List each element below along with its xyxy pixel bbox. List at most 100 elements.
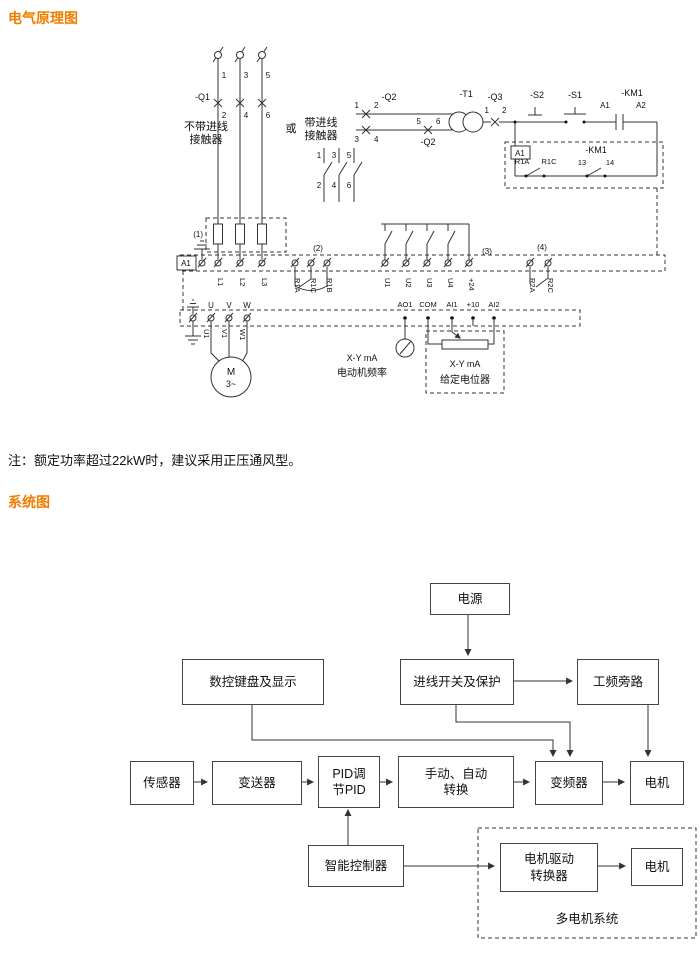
q1-label: -Q1 bbox=[195, 92, 210, 102]
pot-unit-label: X-Y mA bbox=[450, 359, 481, 369]
meter-unit-label: X-Y mA bbox=[347, 353, 378, 363]
box-motor-main-label: 电机 bbox=[644, 775, 670, 790]
q1-term-4: 4 bbox=[244, 111, 249, 120]
term-com: COM bbox=[419, 300, 437, 309]
digital-input-switches bbox=[381, 223, 470, 260]
km1-aux-label: -KM1 bbox=[585, 145, 607, 155]
strip1-label-r1b: R1B bbox=[325, 278, 334, 293]
km1-label: -KM1 bbox=[621, 88, 643, 98]
power-note: 注：额定功率超过22kW时，建议采用正压通风型。 bbox=[8, 453, 302, 468]
strip1-label-l3: L3 bbox=[260, 278, 269, 286]
box-keypad-display: 数控键盘及显示 bbox=[182, 659, 324, 705]
km1-aux-13: 13 bbox=[578, 158, 586, 167]
box-pid-label-2: 节PID bbox=[332, 783, 366, 797]
control-wires bbox=[356, 107, 658, 177]
s1-label: -S1 bbox=[568, 90, 582, 100]
strip1-label-l1: L1 bbox=[216, 278, 225, 286]
box-inverter-label: 变频器 bbox=[550, 775, 588, 790]
marker-1: (1) bbox=[193, 230, 203, 239]
q3-label: -Q3 bbox=[487, 92, 502, 102]
meter-caption-label: 电动机频率 bbox=[337, 366, 387, 379]
q3-term-1: 1 bbox=[485, 106, 490, 115]
term-10v: +10 bbox=[467, 300, 480, 309]
relay-a1-box bbox=[510, 145, 531, 160]
fuse-3 bbox=[257, 223, 267, 245]
marker-3: (3) bbox=[482, 247, 492, 256]
r1c-label: R1C bbox=[541, 157, 557, 166]
strip2-terminals bbox=[188, 312, 252, 323]
relay2-output-contact bbox=[529, 267, 549, 288]
fuse-2 bbox=[235, 223, 245, 245]
multi-motor-system-label: 多电机系统 bbox=[555, 912, 619, 926]
term-ai2: AI2 bbox=[488, 300, 499, 309]
or-label: 或 bbox=[286, 122, 297, 135]
no-contactor-label-1: 不带进线 bbox=[184, 119, 228, 133]
q2-term-1: 1 bbox=[355, 101, 360, 110]
alt-term-1: 1 bbox=[317, 151, 322, 160]
strip1-label-r2a: R2A bbox=[528, 278, 537, 293]
motor-lead-v1: V1 bbox=[220, 329, 229, 338]
strip1-a1-box bbox=[176, 255, 197, 271]
marker-4: (4) bbox=[537, 243, 547, 252]
analog-terminals bbox=[403, 316, 496, 320]
with-contactor-label-2: 接触器 bbox=[305, 128, 338, 142]
alt-term-5: 5 bbox=[347, 151, 352, 160]
alt-contactor-poles bbox=[323, 148, 363, 202]
s1-node-b bbox=[582, 120, 586, 124]
terminal-strip-1: A1 L bbox=[176, 223, 666, 310]
setting-potentiometer bbox=[425, 320, 505, 394]
motor-lead-u1: U1 bbox=[202, 329, 211, 339]
box-pid-label-1: PID调 bbox=[332, 766, 366, 781]
box-motor-main: 电机 bbox=[630, 761, 684, 805]
schematic-section-title: 电气原理图 bbox=[8, 10, 78, 26]
strip1-label-r2c: R2C bbox=[546, 278, 555, 294]
box-motor-sub-label: 电机 bbox=[644, 859, 670, 874]
q2-label-2: -Q2 bbox=[420, 137, 435, 147]
motor-lead-w1: W1 bbox=[238, 329, 247, 340]
marker-2: (2) bbox=[313, 244, 323, 253]
q2-term-6: 6 bbox=[436, 117, 441, 126]
multi-motor-dashed-box bbox=[477, 827, 697, 939]
box-transmitter-label: 变送器 bbox=[238, 775, 276, 790]
strip1-label-u3: U3 bbox=[425, 278, 434, 288]
q2-term-3: 3 bbox=[355, 135, 360, 144]
motor-phase-label: 3~ bbox=[226, 379, 236, 389]
system-connectors bbox=[192, 613, 652, 870]
q1-term-3: 3 bbox=[244, 71, 249, 80]
box-incoming-switch-protection: 进线开关及保护 bbox=[400, 659, 514, 705]
box-sensor-label: 传感器 bbox=[143, 775, 181, 790]
control-circuit: 1 2 3 4 -Q2 5 6 -Q2 -T1 1 2 -Q3 -S2 -S1 … bbox=[355, 88, 664, 255]
branch-node bbox=[513, 120, 517, 124]
q2-term-4: 4 bbox=[374, 135, 379, 144]
fuse-1 bbox=[213, 223, 223, 245]
box-transmitter: 变送器 bbox=[212, 761, 302, 805]
q1-term-1: 1 bbox=[222, 71, 227, 80]
strip1-ground bbox=[194, 240, 210, 259]
q2-term-5: 5 bbox=[417, 117, 422, 126]
s2-label: -S2 bbox=[530, 90, 544, 100]
strip2-label-v: V bbox=[226, 301, 232, 310]
box-manual-label-1: 手动、自动 bbox=[424, 766, 488, 781]
alt-term-2: 2 bbox=[317, 181, 322, 190]
motor-wires bbox=[210, 321, 248, 363]
box-keypad-display-label: 数控键盘及显示 bbox=[209, 674, 297, 689]
box-inverter: 变频器 bbox=[535, 761, 603, 805]
box-drive-label-1: 电机驱动 bbox=[523, 852, 574, 867]
main-input-circuit: 1 3 5 -Q1 2 4 6 不带进线 接触器 或 带进线 接触器 bbox=[184, 46, 338, 259]
alt-term-3: 3 bbox=[332, 151, 337, 160]
q1-term-6: 6 bbox=[266, 111, 271, 120]
box-pid-regulator: PID调 节PID bbox=[318, 756, 380, 808]
box-intelligent-controller: 智能控制器 bbox=[308, 845, 404, 887]
strip2-label-w: W bbox=[243, 301, 251, 310]
strip1-label-u4: U4 bbox=[446, 278, 455, 288]
no-contactor-label-2: 接触器 bbox=[190, 132, 223, 146]
box-manual-auto-switch: 手动、自动 转换 bbox=[398, 756, 514, 808]
t1-label: -T1 bbox=[459, 89, 473, 99]
box-incoming-label: 进线开关及保护 bbox=[413, 674, 501, 689]
alt-term-4: 4 bbox=[332, 181, 337, 190]
motor-symbol bbox=[210, 356, 252, 398]
box-power-label: 电源 bbox=[457, 591, 483, 606]
motor-pe-ground bbox=[185, 321, 201, 345]
q3-term-2: 2 bbox=[502, 106, 507, 115]
